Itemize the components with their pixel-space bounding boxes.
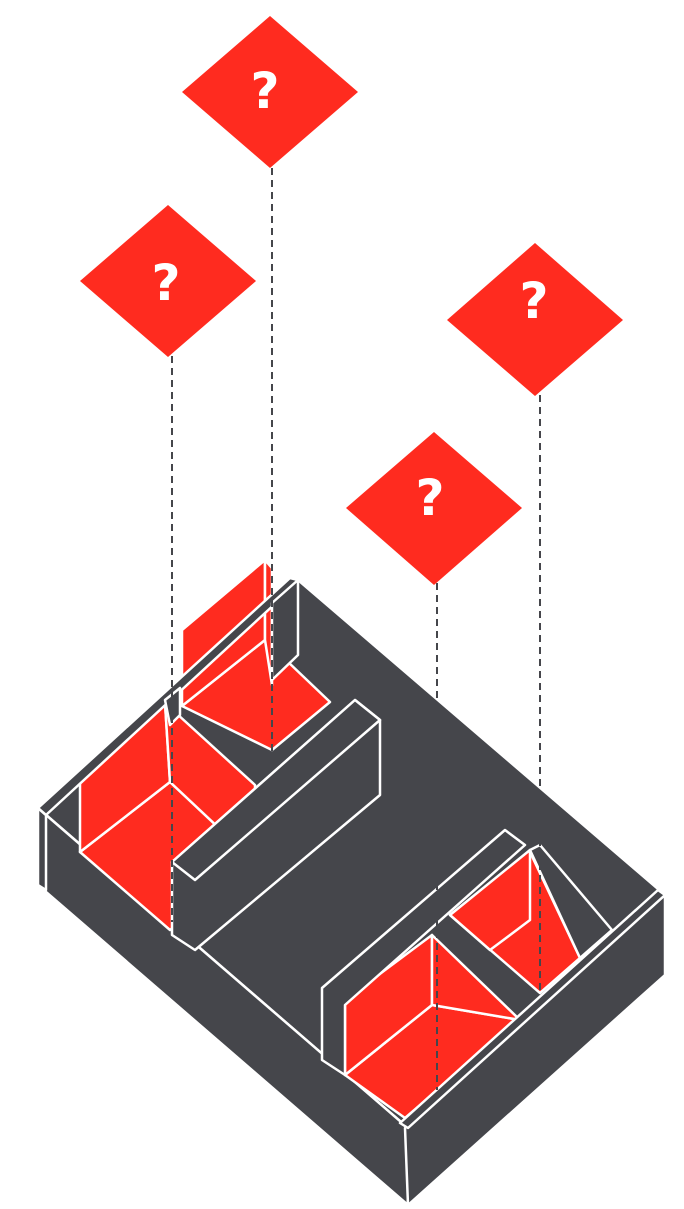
marker-2-label: ? [151,254,180,312]
room-front-right-large-wall-2 [430,933,522,1022]
marker-3-label: ? [519,272,548,330]
leader-lines [171,168,541,1090]
marker-3-diamond [447,243,623,396]
marker-2-diamond [80,205,256,357]
marker-4-diamond [346,432,522,585]
marker-1-label: ? [250,62,279,120]
room-back-right-small-wall [448,848,532,952]
right-block [320,828,667,1207]
marker-1-diamond [182,16,358,168]
marker-4-label: ? [415,469,444,527]
markers: ? ? ? ? [80,16,623,585]
wall-left-back [36,806,48,892]
wall-front-left-top [170,698,382,882]
left-block [36,558,382,952]
wall-right-block-front [320,828,527,1077]
marker-1: ? [182,16,358,168]
marker-4: ? [346,432,522,585]
marker-2: ? [80,205,256,357]
wall-right-front-top [398,888,667,1130]
marker-3: ? [447,243,623,396]
